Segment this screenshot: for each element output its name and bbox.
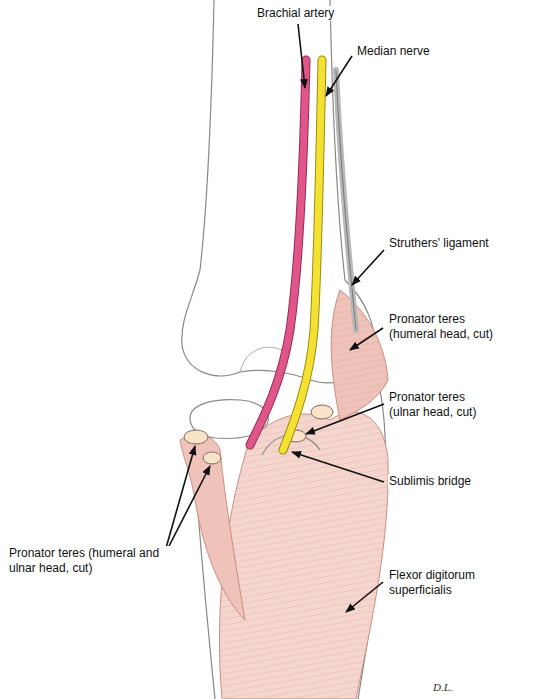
signature: D.L.: [432, 680, 454, 695]
muscle-label: Flexor digitorum superficialis: [388, 568, 494, 598]
leader-arrows: [166, 24, 384, 612]
nerve-label: Median nerve: [356, 44, 431, 59]
ligament-label: Struthers' ligament: [388, 236, 490, 251]
struthers-ligament: [336, 70, 356, 330]
muscle-label: Pronator teres (humeral and ulnar head, …: [8, 546, 172, 576]
artery-label: Brachial artery: [256, 6, 335, 21]
muscle-label: Pronator teres (humeral head, cut): [388, 312, 502, 342]
structure-label: Sublimis bridge: [388, 474, 472, 489]
muscle-label: Pronator teres (ulnar head, cut): [388, 390, 490, 420]
pronator-teres-humeral-head: [331, 290, 388, 420]
median-nerve: [283, 60, 322, 450]
flexor-digitorum-superficialis: [219, 412, 388, 699]
brachial-artery: [250, 60, 306, 445]
